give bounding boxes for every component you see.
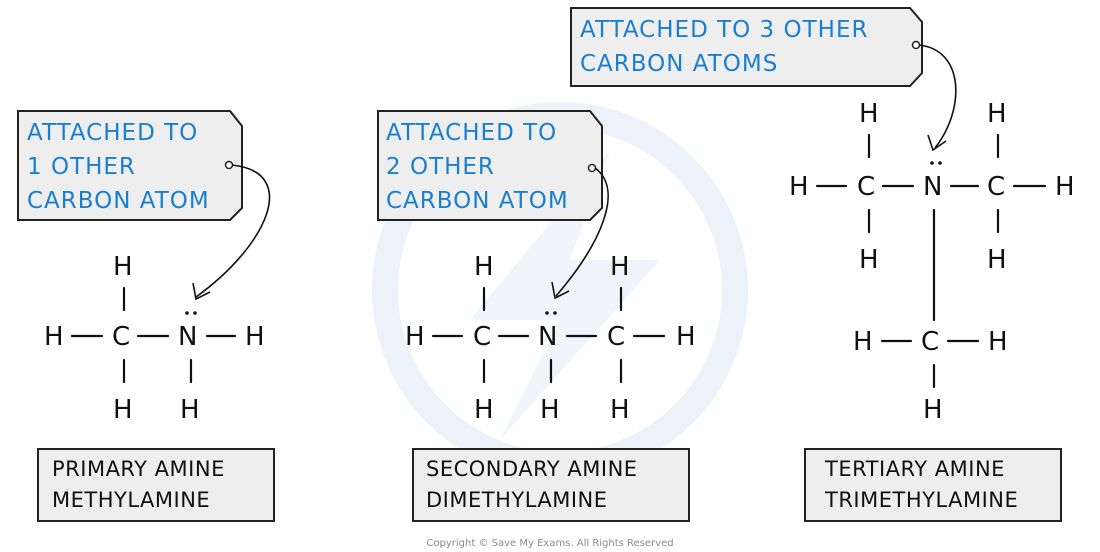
methylamine-structure: H H C N H H H [44,252,265,425]
secondary-amine-group: ATTACHED TO 2 OTHER CARBON ATOM H H H C … [377,110,696,522]
atom-h: H [676,322,696,352]
atom-c: C [857,172,875,202]
atom-h: H [987,99,1007,129]
primary-tag: ATTACHED TO 1 OTHER CARBON ATOM [17,110,243,221]
atom-c: C [112,322,130,352]
dimethylamine-structure: H H H C N C H H H H [405,252,696,425]
secondary-label-line-1: SECONDARY AMINE [426,457,638,481]
tertiary-arrow [918,44,957,149]
secondary-label-line-2: DIMETHYLAMINE [426,488,608,512]
atom-h: H [610,252,630,282]
atom-h: H [988,327,1008,357]
tertiary-label-line-1: TERTIARY AMINE [824,457,1005,481]
atom-h: H [987,245,1007,275]
atom-h: H [610,395,630,425]
tertiary-amine-group: ATTACHED TO 3 OTHER CARBON ATOMS H H H C… [570,7,1075,522]
tertiary-tag-line-1: ATTACHED TO 3 OTHER [580,17,868,43]
atom-h: H [180,395,200,425]
atom-n: N [178,322,197,352]
secondary-label-box: SECONDARY AMINE DIMETHYLAMINE [412,448,690,522]
tertiary-tag-line-2: CARBON ATOMS [580,51,778,77]
primary-tag-line-1: ATTACHED TO [27,120,198,146]
atom-c: C [607,322,625,352]
atom-h: H [44,322,64,352]
secondary-tag-line-3: CARBON ATOM [386,188,569,214]
atom-h: H [853,327,873,357]
primary-tag-line-3: CARBON ATOM [27,188,210,214]
trimethylamine-structure: H H H C N C H H H H C H H [789,99,1075,425]
atom-n: N [923,172,942,202]
primary-tag-line-2: 1 OTHER [27,154,136,180]
atom-n: N [538,322,557,352]
primary-arrow [195,164,271,298]
atom-h: H [474,395,494,425]
secondary-tag-line-1: ATTACHED TO [386,120,557,146]
primary-amine-group: ATTACHED TO 1 OTHER CARBON ATOM H H C N … [17,110,275,522]
tertiary-tag: ATTACHED TO 3 OTHER CARBON ATOMS [570,7,923,87]
primary-label-line-1: PRIMARY AMINE [52,457,225,481]
atom-h: H [113,252,133,282]
tertiary-label-line-2: TRIMETHYLAMINE [824,488,1018,512]
atom-c: C [921,327,939,357]
primary-arrowhead [192,282,211,301]
atom-h: H [859,245,879,275]
atom-c: C [473,322,491,352]
secondary-arrow [555,167,609,297]
secondary-arrowhead [551,281,570,300]
atom-h: H [405,322,425,352]
copyright-notice: Copyright © Save My Exams. All Rights Re… [426,538,673,549]
primary-label-box: PRIMARY AMINE METHYLAMINE [37,448,275,522]
atom-h: H [113,395,133,425]
secondary-tag: ATTACHED TO 2 OTHER CARBON ATOM [377,110,603,221]
tertiary-arrowhead [927,134,947,152]
primary-label-line-2: METHYLAMINE [52,488,210,512]
atom-h: H [245,322,265,352]
atom-h: H [1055,172,1075,202]
atom-h: H [789,172,809,202]
atom-c: C [987,172,1005,202]
atom-h: H [923,395,943,425]
tertiary-label-box: TERTIARY AMINE TRIMETHYLAMINE [804,448,1062,522]
secondary-tag-line-2: 2 OTHER [386,154,495,180]
atom-h: H [474,252,494,282]
atom-h: H [540,395,560,425]
atom-h: H [859,99,879,129]
